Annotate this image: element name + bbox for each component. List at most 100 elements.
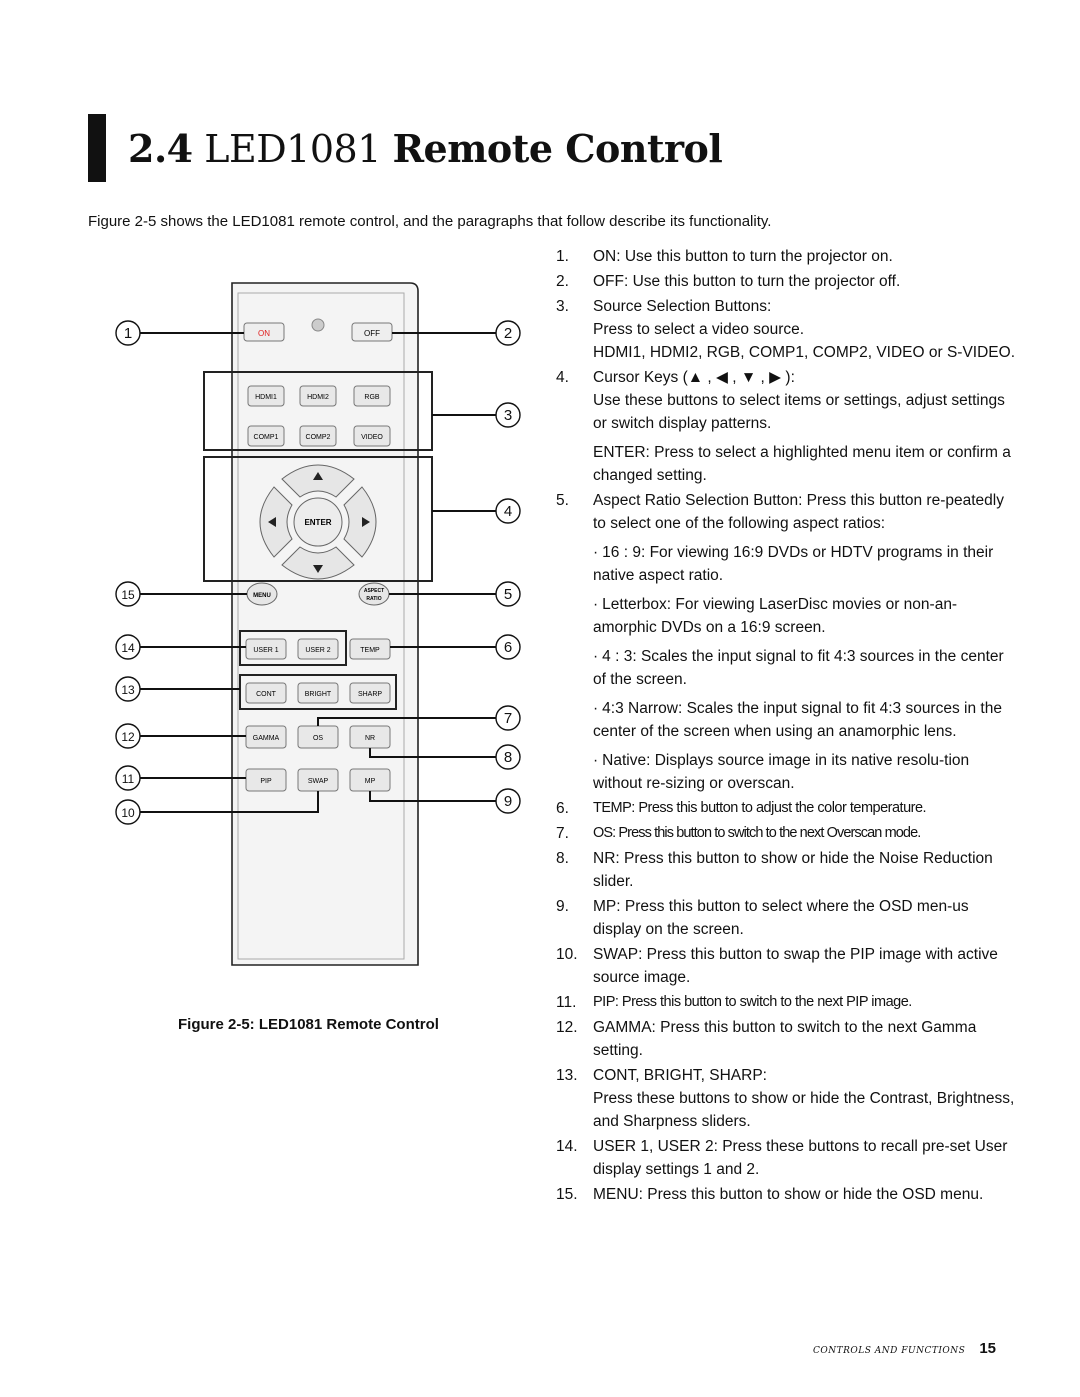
- callout-9: [495, 788, 521, 814]
- list-item: 13.CONT, BRIGHT, SHARP:Press these butto…: [556, 1067, 1015, 1130]
- os-label: OS: [313, 735, 323, 742]
- bright-button: [297, 682, 339, 704]
- pip-label: PIP: [260, 778, 272, 785]
- svg-text:2: 2: [504, 325, 512, 342]
- callout-5: [495, 581, 521, 607]
- section-heading: 2.4 LED1081 Remote Control: [88, 114, 723, 182]
- callout-3: [495, 402, 521, 428]
- list-item: 6.TEMP: Press this button to adjust the …: [556, 800, 927, 817]
- user1-label: USER 1: [253, 647, 278, 654]
- callout-8: [495, 744, 521, 770]
- cont-button: [245, 682, 287, 704]
- hdmi1-label: HDMI1: [255, 394, 277, 401]
- svg-text:14: 14: [121, 641, 135, 655]
- callout-2: [495, 320, 521, 346]
- comp1-label: COMP1: [254, 434, 279, 441]
- figure-caption: Figure 2-5: LED1081 Remote Control: [178, 1016, 439, 1033]
- video-button: [353, 425, 391, 447]
- svg-text:9: 9: [504, 793, 512, 810]
- callout-12: [115, 723, 141, 749]
- svg-text:8: 8: [504, 749, 512, 766]
- hdmi1-button: [247, 385, 285, 407]
- right-arrow-icon: [362, 517, 370, 527]
- up-arrow-icon: [313, 472, 323, 480]
- cursor-group-box: [203, 456, 433, 582]
- callout-15: [115, 581, 141, 607]
- list-item: 12.GAMMA: Press this button to switch to…: [556, 1019, 977, 1059]
- left-arrow-icon: [268, 517, 276, 527]
- list-item: 5.Aspect Ratio Selection Button: Press t…: [556, 489, 1016, 795]
- nr-label: NR: [365, 735, 375, 742]
- mp-label: MP: [365, 778, 376, 785]
- list-item: 4.Cursor Keys (▲ , ◀ , ▼ , ▶ ):Use these…: [556, 369, 1011, 484]
- list-item: 1.ON: Use this button to turn the projec…: [556, 248, 893, 265]
- svg-text:5: 5: [504, 586, 512, 603]
- source-group-box: [203, 371, 433, 451]
- up-arrow-icon: ▲: [687, 369, 704, 386]
- callout-7: [495, 705, 521, 731]
- callout-11: [115, 765, 141, 791]
- comp2-label: COMP2: [306, 434, 331, 441]
- svg-text:13: 13: [121, 683, 135, 697]
- remote-control-figure: ON OFF HDMI1 HDMI2 RGB COMP1 COMP2 VIDEO…: [115, 282, 521, 966]
- down-arrow-icon: ▼: [740, 369, 757, 386]
- rgb-label: RGB: [364, 394, 380, 401]
- pip-button: [245, 768, 287, 792]
- svg-text:6: 6: [504, 639, 512, 656]
- list-item: 7.OS: Press this button to switch to the…: [556, 825, 921, 842]
- led-indicator: [311, 318, 325, 332]
- off-label: OFF: [364, 329, 380, 338]
- list-item: 11.PIP: Press this button to switch to t…: [556, 994, 912, 1011]
- svg-text:15: 15: [121, 588, 135, 602]
- svg-text:12: 12: [121, 730, 135, 744]
- list-item: 15.MENU: Press this button to show or hi…: [556, 1186, 984, 1203]
- down-arrow-icon: [313, 565, 323, 573]
- temp-button: [349, 638, 391, 660]
- user2-label: USER 2: [305, 647, 330, 654]
- page-title: 2.4 LED1081 Remote Control: [128, 125, 723, 171]
- up-key: [281, 464, 355, 498]
- right-key: [343, 486, 377, 558]
- sharp-button: [349, 682, 391, 704]
- enter-label: ENTER: [304, 518, 331, 527]
- aspect-label-1: ASPECT: [364, 588, 384, 594]
- sharp-label: SHARP: [358, 691, 382, 698]
- callout-1: [115, 320, 141, 346]
- svg-text:3: 3: [504, 407, 512, 424]
- svg-text:4: 4: [504, 503, 512, 520]
- down-key: [281, 546, 355, 580]
- callout-4: [495, 498, 521, 524]
- bright-label: BRIGHT: [305, 691, 332, 698]
- list-item: 8.NR: Press this button to show or hide …: [556, 850, 993, 890]
- callout-6: [495, 634, 521, 660]
- on-label: ON: [258, 329, 270, 338]
- left-arrow-icon: ◀: [716, 369, 728, 386]
- cont-label: CONT: [256, 691, 277, 698]
- callout-10: [115, 799, 141, 825]
- aspect-label-2: RATIO: [366, 596, 381, 602]
- comp2-button: [299, 425, 337, 447]
- svg-text:1: 1: [124, 325, 132, 342]
- page-footer: CONTROLS AND FUNCTIONS 15: [813, 1340, 996, 1357]
- gamma-label: GAMMA: [253, 735, 280, 742]
- page-number: 15: [979, 1340, 996, 1357]
- svg-text:7: 7: [504, 710, 512, 727]
- picture-group-box: [239, 674, 397, 710]
- video-label: VIDEO: [361, 434, 383, 441]
- heading-bar: [88, 114, 106, 182]
- list-item: 14.USER 1, USER 2: Press these buttons t…: [556, 1138, 1008, 1178]
- callout-13: [115, 676, 141, 702]
- user1-button: [245, 638, 287, 660]
- comp1-button: [247, 425, 285, 447]
- list-item: 2.OFF: Use this button to turn the proje…: [556, 273, 901, 290]
- user2-button: [297, 638, 339, 660]
- svg-text:11: 11: [122, 772, 135, 786]
- hdmi2-button: [299, 385, 337, 407]
- menu-label: MENU: [253, 593, 271, 599]
- hdmi2-label: HDMI2: [307, 394, 329, 401]
- swap-label: SWAP: [308, 778, 329, 785]
- enter-button: [293, 497, 343, 547]
- right-arrow-icon: ▶: [769, 369, 782, 386]
- list-item: 9.MP: Press this button to select where …: [556, 898, 969, 938]
- temp-label: TEMP: [360, 647, 380, 654]
